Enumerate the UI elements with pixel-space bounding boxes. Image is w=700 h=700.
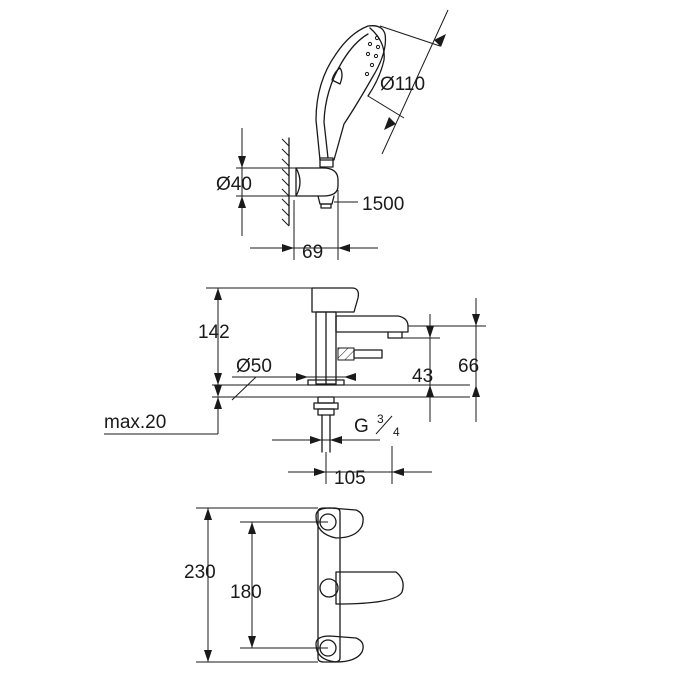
label-hose-length: 1500	[362, 194, 404, 215]
label-spout-height: 66	[458, 356, 479, 377]
dim-hose-length: 1500	[334, 194, 404, 215]
fixing-nut	[313, 396, 339, 453]
dim-spout-reach: 105	[288, 446, 432, 489]
dim-inlet-spacing: 180	[230, 521, 328, 649]
mixer-spout	[335, 315, 409, 339]
label-thread-num: 3	[377, 412, 384, 426]
label-holder-diameter: Ø40	[216, 174, 252, 195]
label-mixer-height: 142	[198, 322, 230, 343]
label-inlet-spacing: 180	[230, 582, 262, 603]
label-deck-thickness: max.20	[104, 412, 166, 433]
label-total-width: 230	[184, 562, 216, 583]
dim-holder-projection: 69	[250, 190, 378, 263]
dim-deck-thickness: max.20	[104, 385, 222, 435]
handshower-head	[315, 25, 387, 168]
label-thread-g: G	[354, 416, 369, 437]
wall-hatch	[281, 137, 290, 227]
label-handshower-diameter: Ø110	[380, 74, 425, 95]
mixer-body	[315, 311, 337, 385]
dim-mixer-height: 142	[198, 287, 312, 385]
mixer-base	[307, 379, 345, 386]
mixer-top-view: 230 180	[184, 507, 404, 663]
label-outlet-height: 43	[412, 366, 433, 387]
label-thread-den: 4	[393, 425, 400, 439]
mixer-lever	[311, 287, 360, 313]
label-spout-reach: 105	[334, 468, 366, 489]
dim-handshower-diameter: Ø110	[367, 9, 449, 155]
dim-total-width: 230	[184, 507, 318, 663]
dim-base-diameter: Ø50	[231, 356, 356, 401]
dim-holder-diameter: Ø40	[216, 128, 296, 236]
mixer-side-view: 142 Ø50 max.20 43	[104, 287, 486, 489]
label-holder-projection: 69	[302, 242, 323, 263]
wall-holder	[295, 167, 339, 209]
handshower-view: Ø110 Ø40 1500 69	[216, 9, 449, 263]
hose-outlet	[337, 347, 383, 361]
label-base-diameter: Ø50	[236, 356, 272, 377]
dim-spout-height: 66	[408, 298, 486, 422]
dim-thread: G 3 4	[272, 412, 400, 444]
dim-outlet-height: 43	[402, 314, 440, 422]
